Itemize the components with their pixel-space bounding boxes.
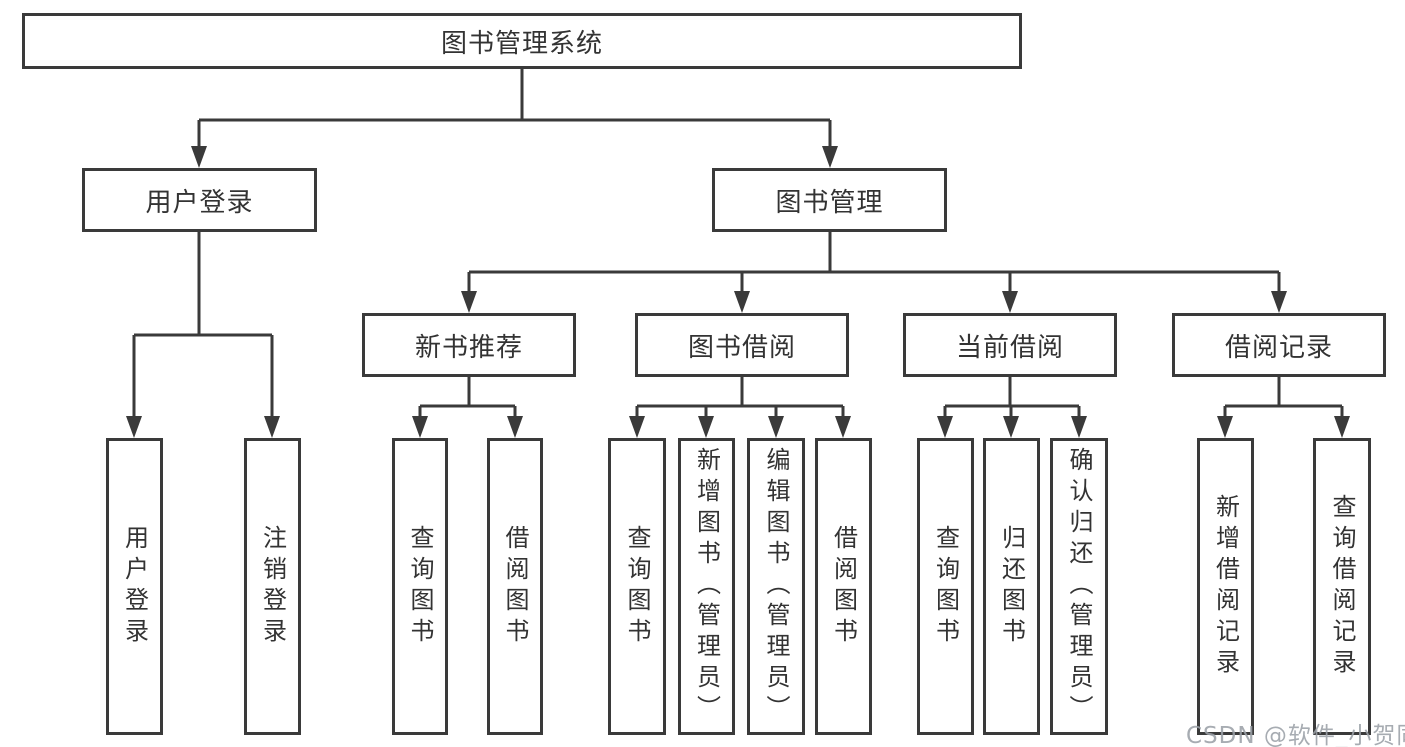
csdn-watermark: CSDN @软件_小贺同学 — [1186, 723, 1405, 747]
node-new-book-recommend-label: 新书推荐 — [414, 332, 523, 363]
leaf-borrow-books: 借阅图书 — [815, 438, 872, 735]
node-book-borrow-label: 图书借阅 — [687, 332, 796, 363]
leaf-query-books-borrow: 查询图书 — [608, 438, 666, 735]
leaf-query-books-borrow-label: 查询图书 — [623, 524, 651, 649]
leaf-add-borrow-record: 新增借阅记录 — [1197, 438, 1254, 735]
leaf-return-book: 归还图书 — [983, 438, 1040, 735]
node-book-management-label: 图书管理 — [775, 187, 884, 218]
node-book-borrow: 图书借阅 — [635, 313, 849, 377]
leaf-query-books-recommend: 查询图书 — [392, 438, 448, 735]
leaf-add-book-admin: 新增图书（管理员） — [678, 438, 735, 735]
leaf-borrow-books-label: 借阅图书 — [829, 524, 858, 649]
leaf-query-borrow-record: 查询借阅记录 — [1313, 438, 1371, 735]
leaf-return-book-label: 归还图书 — [997, 524, 1026, 649]
leaf-query-books-recommend-label: 查询图书 — [406, 524, 434, 649]
leaf-add-borrow-record-label: 新增借阅记录 — [1211, 493, 1240, 680]
node-borrow-records-label: 借阅记录 — [1224, 332, 1333, 363]
arrowhead-icons — [126, 146, 1350, 438]
node-root-label: 图书管理系统 — [440, 28, 603, 59]
node-current-borrow-label: 当前借阅 — [955, 332, 1064, 363]
node-current-borrow: 当前借阅 — [903, 313, 1117, 377]
leaf-edit-book-admin-label: 编辑图书（管理员） — [762, 447, 790, 726]
node-root: 图书管理系统 — [22, 13, 1022, 69]
leaf-borrow-books-recommend-label: 借阅图书 — [501, 524, 529, 649]
leaf-confirm-return-admin-label: 确认归还（管理员） — [1065, 447, 1093, 726]
leaf-user-login-label: 用户登录 — [120, 524, 149, 649]
leaf-query-books-current-label: 查询图书 — [931, 524, 960, 649]
node-user-login-label: 用户登录 — [145, 187, 254, 218]
leaf-confirm-return-admin: 确认归还（管理员） — [1050, 438, 1108, 735]
leaf-logout-label: 注销登录 — [258, 524, 287, 649]
tree-branch-lines — [132, 69, 1344, 424]
node-user-login: 用户登录 — [82, 168, 317, 232]
leaf-borrow-books-recommend: 借阅图书 — [487, 438, 543, 735]
leaf-logout: 注销登录 — [244, 438, 301, 735]
node-new-book-recommend: 新书推荐 — [362, 313, 576, 377]
leaf-add-book-admin-label: 新增图书（管理员） — [692, 447, 721, 726]
node-book-management: 图书管理 — [712, 168, 947, 232]
leaf-edit-book-admin: 编辑图书（管理员） — [747, 438, 805, 735]
leaf-query-books-current: 查询图书 — [917, 438, 974, 735]
leaf-query-borrow-record-label: 查询借阅记录 — [1328, 493, 1356, 680]
leaf-user-login: 用户登录 — [106, 438, 163, 735]
node-borrow-records: 借阅记录 — [1172, 313, 1386, 377]
